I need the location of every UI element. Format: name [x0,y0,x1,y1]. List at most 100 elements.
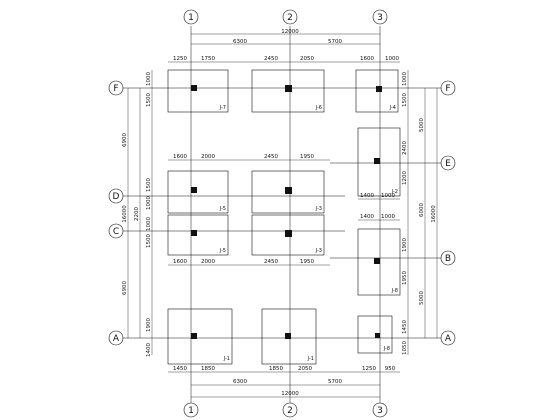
footing-label: J-2 [391,189,398,195]
footing-label: J-4 [389,105,396,111]
row-bubble-B-right: B [440,250,456,266]
top-total-dim: 12000 [281,29,299,35]
row-bubble-E-right: E [440,155,456,171]
footing-f4: J-5 [167,170,229,214]
row-bubble-D-left: D [108,188,124,204]
right-dimensions [407,70,438,355]
row-dimensions [168,159,400,266]
bottom-footing-dim-1: 1450 [173,366,187,372]
footing-label: J-1 [307,356,314,362]
right-total-dim: 16000 [431,205,437,223]
top-footing-dim-4: 2050 [300,56,314,62]
left-span-1-dim: 6900 [122,133,128,147]
bottom-footing-dim-6: 950 [385,366,396,372]
row-bubble-F-right: F [440,80,456,96]
left-footing-dim-8: 1400 [146,343,152,357]
svg-text:F: F [445,84,450,94]
svg-text:B: B [445,254,451,264]
footing-label: J-6 [315,105,322,111]
bottom-span-2-dim: 5700 [328,379,342,385]
left-footing-dim-1: 1000 [146,72,152,86]
row-b3-dim-1: 1400 [360,214,374,220]
footing-label: J-7 [219,105,226,111]
left-footing-dim-4: 1000 [146,196,152,210]
footing-f7: J-5 [167,214,229,256]
footing-f3: J-4 [355,69,399,113]
footing-f12: J-8 [357,315,393,354]
right-span-1-dim: 5000 [419,118,425,132]
svg-text:A: A [445,334,452,344]
top-footing-dim-5: 1600 [360,56,374,62]
svg-text:3: 3 [377,406,383,416]
svg-text:C: C [113,227,119,237]
footing-f2: J-6 [251,69,325,113]
right-footing-dim-6: 1950 [402,271,408,285]
column-bubble-3-top: 3 [372,9,388,25]
column-bubble-3-bottom: 3 [372,402,388,418]
footing-label: J-8 [383,346,390,352]
column-bubble-2-top: 2 [282,9,298,25]
svg-text:2: 2 [287,13,293,23]
left-dimensions [127,70,153,355]
left-total-dim: 16000 [122,205,128,223]
right-footing-dim-4: 1200 [402,171,408,185]
right-footing-dim-3: 2400 [402,141,408,155]
left-footing-dim-6: 1500 [146,234,152,248]
row-bubble-A-right: A [440,330,456,346]
row-d-dim-4: 1950 [300,154,314,160]
column-bubble-2-bottom: 2 [282,402,298,418]
footing-label: J-3 [315,206,322,212]
bottom-span-1-dim: 6300 [233,379,247,385]
bottom-footing-dim-5: 1250 [362,366,376,372]
footing-label: J-5 [219,248,226,254]
bottom-dimensions [168,371,400,398]
top-footing-dim-6: 1000 [385,56,399,62]
footing-label: J-1 [223,356,230,362]
bottom-footing-dim-4: 2050 [298,366,312,372]
bottom-footing-dim-2: 1850 [201,366,215,372]
footing-f10: J-1 [167,308,233,365]
bottom-footing-dim-3: 1850 [269,366,283,372]
svg-text:E: E [445,159,451,169]
right-footing-dim-2: 1500 [402,93,408,107]
svg-text:2: 2 [287,406,293,416]
grid-lines [120,26,450,405]
row-c-dim-4: 1950 [300,259,314,265]
right-span-3-dim: 5000 [419,291,425,305]
footing-label: J-3 [315,248,322,254]
top-footing-dim-2: 1750 [201,56,215,62]
top-dimensions [168,33,400,63]
row-d-dim-2: 2000 [201,154,215,160]
row-bubble-C-left: C [108,223,124,239]
top-span-1-dim: 6300 [233,39,247,45]
top-span-2-dim: 5700 [328,39,342,45]
right-footing-dim-1: 1000 [402,72,408,86]
footing-f6: J-2 [357,127,401,197]
right-footing-dim-8: 1050 [402,341,408,355]
footing-label: J-5 [219,206,226,212]
row-bubble-A-left: A [108,330,124,346]
footing-f8: J-3 [251,214,325,256]
top-footing-dim-3: 2450 [264,56,278,62]
svg-text:1: 1 [188,406,194,416]
left-footing-dim-2: 1500 [146,93,152,107]
row-d-dim-1: 1600 [173,154,187,160]
footing-label: J-8 [391,288,398,294]
row-c-dim-2: 2000 [201,259,215,265]
top-footing-dim-1: 1250 [173,56,187,62]
svg-text:D: D [113,192,120,202]
right-span-2-dim: 6000 [419,203,425,217]
right-footing-dim-5: 1900 [402,238,408,252]
left-footing-dim-7: 1900 [146,318,152,332]
svg-text:1: 1 [188,13,194,23]
row-bubble-F-left: F [108,80,124,96]
footing-f5: J-3 [251,170,325,214]
left-footing-dim-3: 1500 [146,178,152,192]
left-span-2-dim: 2200 [134,207,140,221]
footing-f11: J-1 [261,308,317,365]
row-b3-dim-2: 1000 [381,214,395,220]
left-footing-dim-5: 1000 [146,217,152,231]
svg-text:3: 3 [377,13,383,23]
footing-f1: J-7 [167,69,229,113]
